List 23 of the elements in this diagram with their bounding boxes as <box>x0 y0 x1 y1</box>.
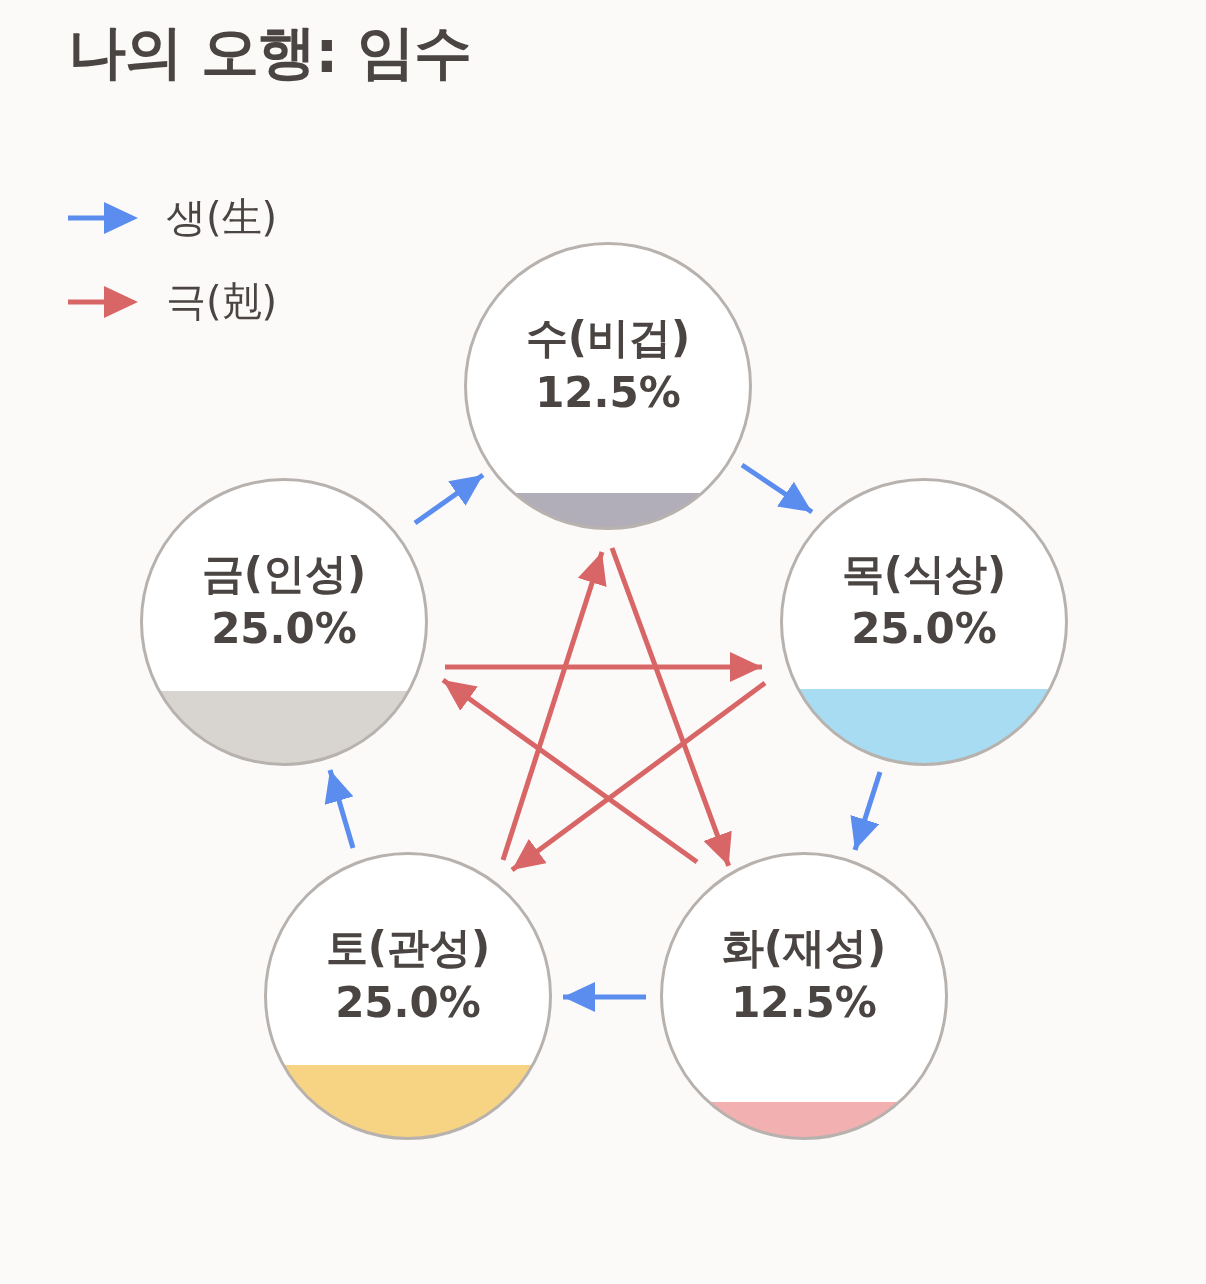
element-percent: 12.5% <box>731 977 877 1029</box>
arrow <box>413 472 485 526</box>
arrow <box>441 677 699 865</box>
arrow <box>500 551 607 861</box>
legend-label: 극(剋) <box>166 277 278 326</box>
arrow <box>324 769 356 849</box>
element-percent: 25.0% <box>335 977 481 1029</box>
arrow <box>609 547 732 867</box>
arrow <box>510 681 767 872</box>
arrow <box>850 771 883 851</box>
element-name: 수(비겁) <box>525 312 691 365</box>
arrow <box>445 652 762 682</box>
element-name: 토(관성) <box>325 922 491 975</box>
element-percent: 12.5% <box>535 367 681 419</box>
element-percent: 25.0% <box>851 603 997 655</box>
arrow <box>563 982 646 1012</box>
title: 나의 오행: 임수 <box>68 17 471 88</box>
element-name: 금(인성) <box>201 548 367 601</box>
arrow <box>740 462 814 515</box>
element-percent: 25.0% <box>211 603 357 655</box>
element-name: 목(식상) <box>841 548 1007 601</box>
legend-label: 생(生) <box>166 193 278 242</box>
element-name: 화(재성) <box>721 922 887 975</box>
